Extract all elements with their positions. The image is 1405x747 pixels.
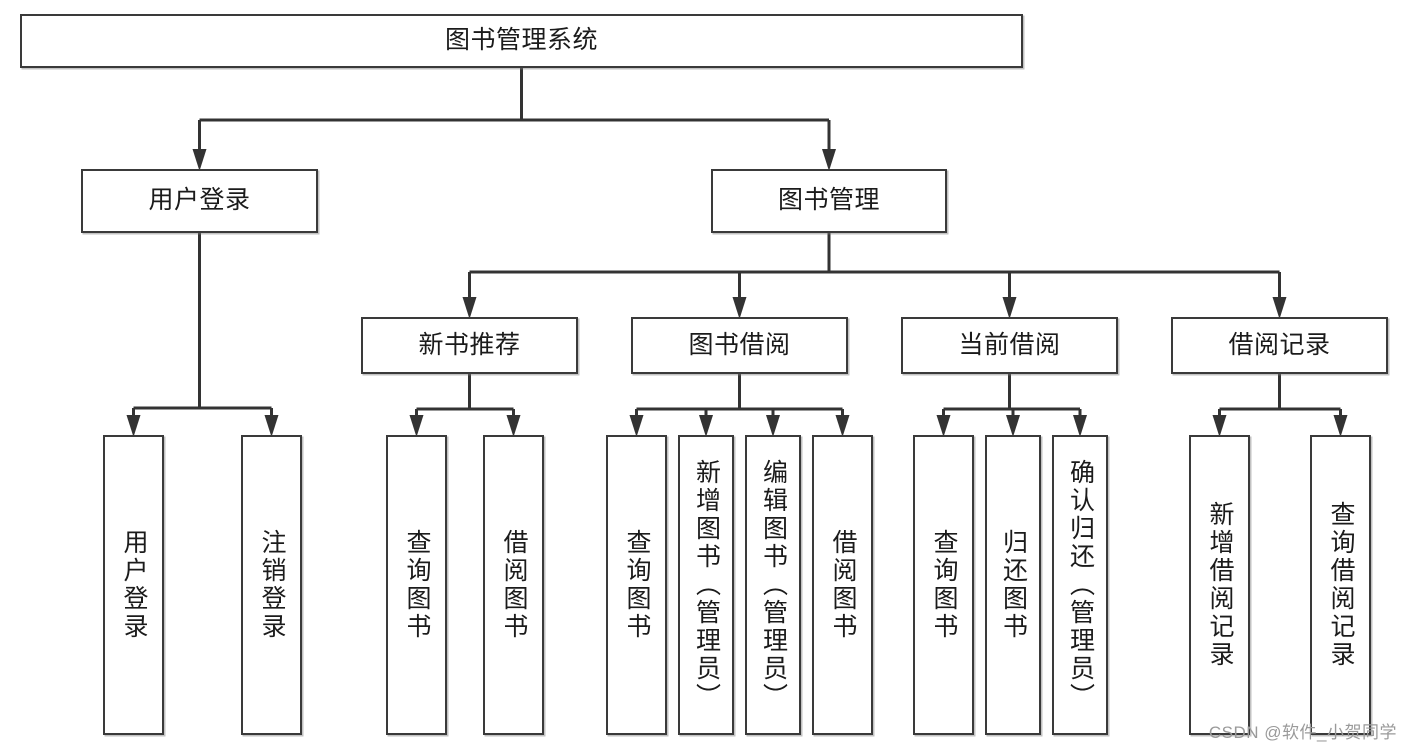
node-label: 用户登录 <box>148 186 251 215</box>
node-label: 查询图书 <box>403 529 431 641</box>
leaf-borrow-add-book-admin[interactable]: 新增图书（管理员） <box>678 435 734 735</box>
leaf-record-query-borrow-record[interactable]: 查询借阅记录 <box>1310 435 1371 735</box>
node-label: 新增借阅记录 <box>1206 501 1234 669</box>
node-root-system[interactable]: 图书管理系统 <box>20 14 1023 68</box>
csdn-watermark: CSDN @软件_小贺同学 <box>1208 723 1397 742</box>
leaf-borrow-lend-books[interactable]: 借阅图书 <box>812 435 873 735</box>
node-label: 新书推荐 <box>418 330 521 359</box>
node-new-book-recommend[interactable]: 新书推荐 <box>361 317 578 374</box>
node-label: 图书管理系统 <box>444 26 598 55</box>
node-label: 借阅图书 <box>829 529 857 641</box>
node-label: 编辑图书（管理员） <box>759 459 788 711</box>
node-book-borrow[interactable]: 图书借阅 <box>631 317 848 374</box>
node-label: 新增图书（管理员） <box>692 459 721 711</box>
leaf-current-confirm-return-admin[interactable]: 确认归还（管理员） <box>1052 435 1108 735</box>
leaf-current-return-books[interactable]: 归还图书 <box>985 435 1041 735</box>
node-label: 确认归还（管理员） <box>1066 459 1095 711</box>
node-label: 归还图书 <box>999 529 1028 641</box>
leaf-user-login[interactable]: 用户登录 <box>103 435 164 735</box>
leaf-newbook-borrow-books[interactable]: 借阅图书 <box>483 435 544 735</box>
leaf-borrow-query-books[interactable]: 查询图书 <box>606 435 667 735</box>
node-label: 注销登录 <box>258 529 286 641</box>
node-user-login-module[interactable]: 用户登录 <box>81 169 318 233</box>
node-label: 图书借阅 <box>688 330 791 359</box>
leaf-borrow-edit-book-admin[interactable]: 编辑图书（管理员） <box>745 435 801 735</box>
node-label: 借阅记录 <box>1228 330 1331 359</box>
leaf-record-add-borrow-record[interactable]: 新增借阅记录 <box>1189 435 1250 735</box>
node-label: 查询图书 <box>623 529 651 641</box>
leaf-user-logout[interactable]: 注销登录 <box>241 435 302 735</box>
node-label: 用户登录 <box>120 529 148 641</box>
node-label: 图书管理 <box>777 186 880 215</box>
node-label: 查询借阅记录 <box>1327 501 1355 669</box>
node-label: 借阅图书 <box>500 529 528 641</box>
node-borrow-record[interactable]: 借阅记录 <box>1171 317 1388 374</box>
leaf-current-query-books[interactable]: 查询图书 <box>913 435 974 735</box>
node-book-management-module[interactable]: 图书管理 <box>711 169 947 233</box>
leaf-newbook-query-books[interactable]: 查询图书 <box>386 435 447 735</box>
node-current-borrow[interactable]: 当前借阅 <box>901 317 1118 374</box>
node-label: 当前借阅 <box>958 330 1061 359</box>
node-label: 查询图书 <box>930 529 958 641</box>
